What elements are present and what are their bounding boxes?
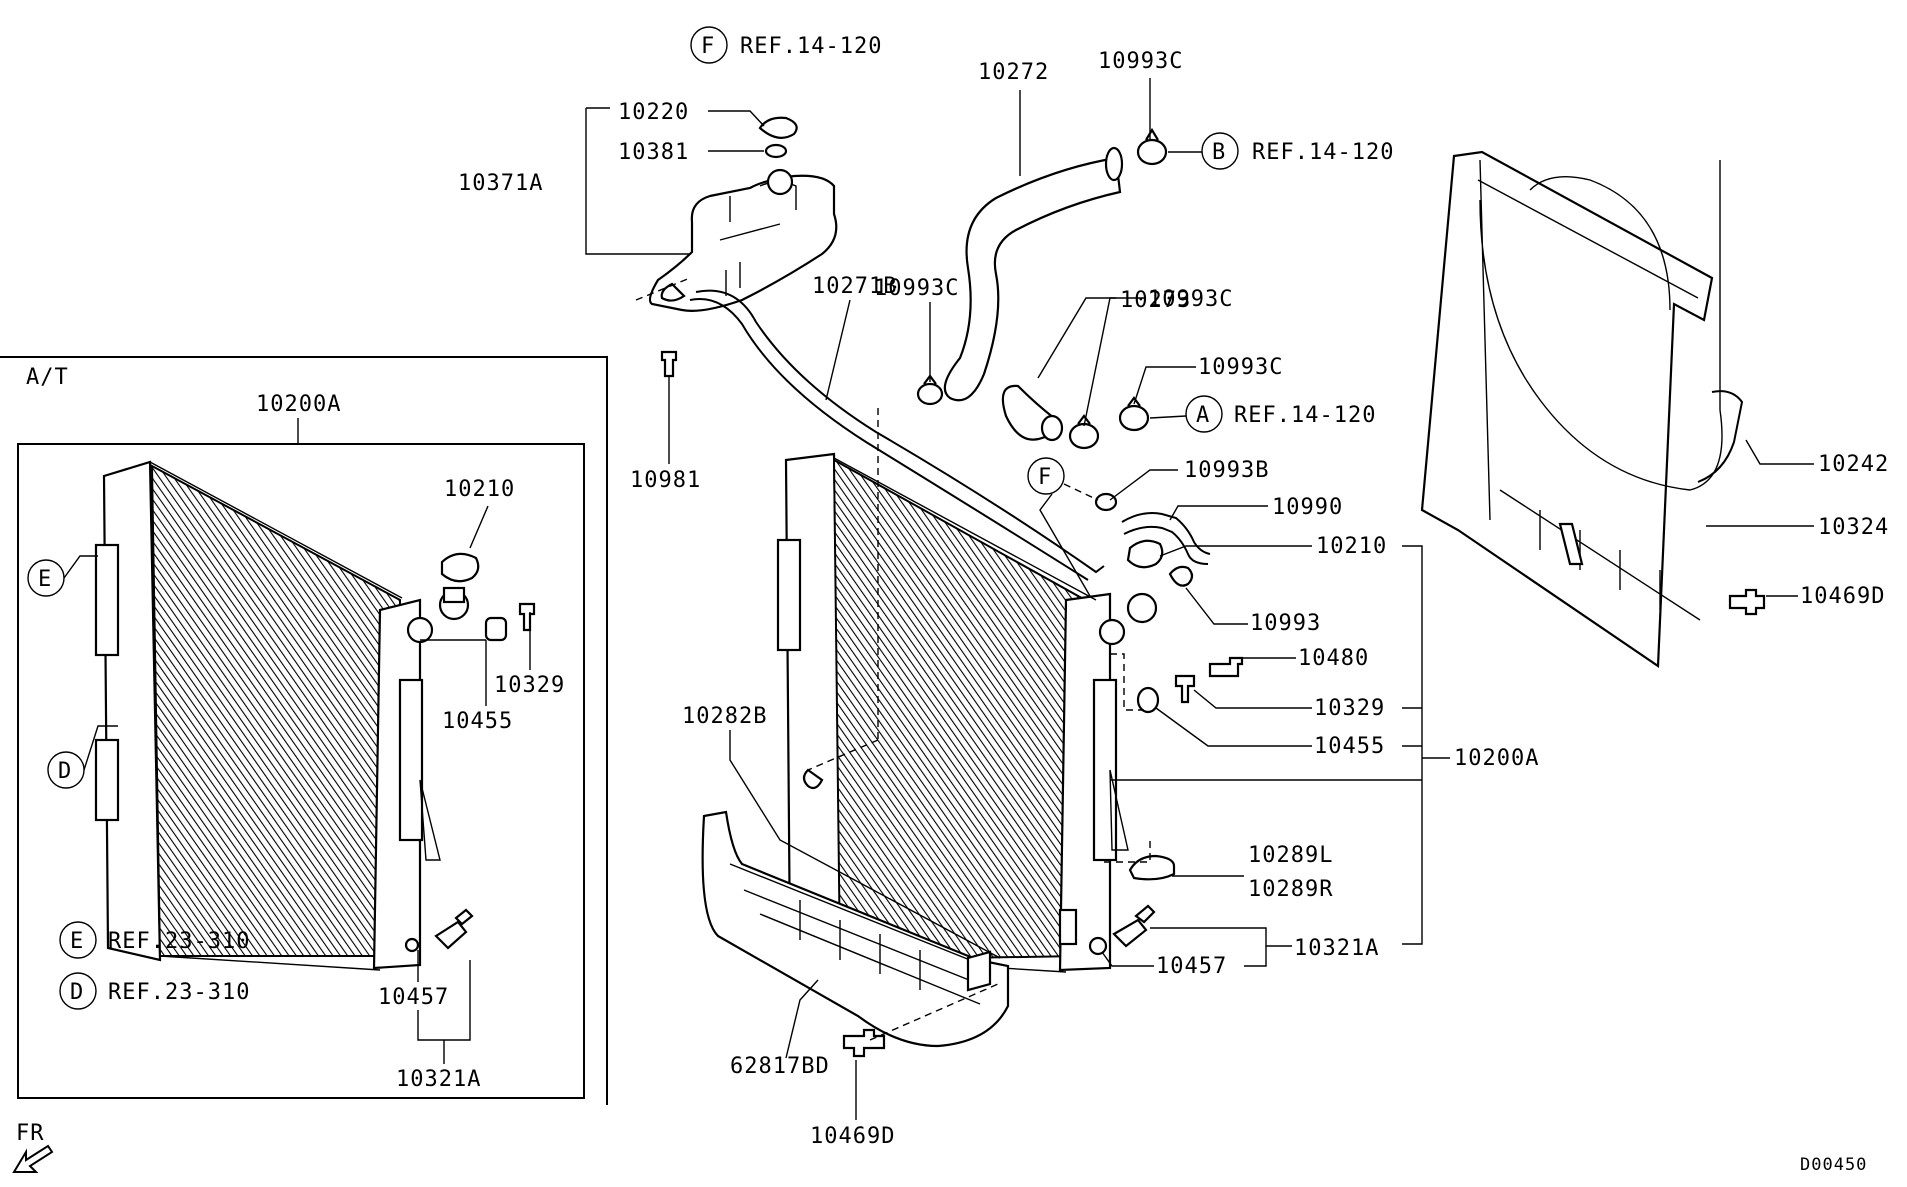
bolt-10981	[660, 350, 678, 378]
label-10993: 10993	[1250, 611, 1321, 636]
label-10457: 10457	[1156, 954, 1227, 979]
inset-gasket-10457	[404, 937, 420, 953]
inset-radiator-cap-10210	[440, 552, 480, 583]
marker-f	[1027, 457, 1065, 495]
label-10993C-b: 10993C	[1148, 287, 1233, 312]
label-10371A: 10371A	[458, 171, 543, 196]
bolt-10469D-lower	[842, 1028, 886, 1058]
svg-text:D: D	[58, 759, 72, 784]
label-10469D-right: 10469D	[1800, 584, 1885, 609]
inset-bushing-10455	[484, 616, 508, 642]
label-10993C-top: 10993C	[1098, 49, 1183, 74]
diagram-code: D00450	[1800, 1155, 1867, 1175]
inset-label-10457: 10457	[378, 985, 449, 1010]
ref-f-text: REF.14-120	[740, 34, 882, 59]
inset-label-10200A: 10200A	[256, 392, 341, 417]
bolt-10480	[1208, 656, 1244, 678]
label-10282B: 10282B	[682, 704, 767, 729]
drain-cock-10321A	[1112, 904, 1156, 948]
harness-10242	[1697, 390, 1744, 483]
label-10273: 10273	[1120, 288, 1191, 313]
inset-label-10329: 10329	[494, 673, 565, 698]
label-10993B: 10993B	[1184, 458, 1269, 483]
bushing-10455	[1136, 686, 1160, 714]
label-10324: 10324	[1818, 515, 1889, 540]
label-10480: 10480	[1298, 646, 1369, 671]
label-10220: 10220	[618, 100, 689, 125]
ref-e-circle	[59, 921, 97, 959]
label-10200A: 10200A	[1454, 746, 1539, 771]
inset-label-10321A: 10321A	[396, 1067, 481, 1092]
radiator-cap-10210	[1126, 539, 1164, 569]
inset-radiator	[94, 460, 470, 971]
svg-text:D: D	[70, 980, 84, 1005]
label-10329: 10329	[1314, 696, 1385, 721]
svg-text:F: F	[1038, 465, 1052, 490]
oring-10381	[764, 143, 788, 159]
at-inset: A/T 10200A 10210 10329 10455	[0, 356, 608, 1105]
overflow-hose-10271B	[695, 289, 1105, 574]
bolt-10469D-right	[1728, 588, 1766, 616]
main-radiator	[776, 452, 1158, 973]
hose-end-10993	[1168, 565, 1194, 587]
svg-text:E: E	[70, 929, 84, 954]
label-10993C-c: 10993C	[1198, 355, 1283, 380]
inset-outer-frame	[0, 356, 608, 1105]
ref-f-circle	[690, 26, 728, 64]
fan-shroud-10324	[1420, 150, 1723, 669]
inset-label-10210: 10210	[444, 477, 515, 502]
front-arrow: FR	[12, 1121, 54, 1173]
small-hose-10990	[1121, 512, 1211, 555]
inset-drain-cock-10321A	[434, 908, 474, 950]
svg-text:B: B	[1212, 140, 1226, 165]
clamps-10993C	[916, 127, 1168, 512]
label-10242: 10242	[1818, 452, 1889, 477]
label-10272: 10272	[978, 60, 1049, 85]
upper-hose-10272	[943, 156, 1122, 402]
gasket-10457	[1088, 936, 1108, 956]
plug-10329	[1174, 674, 1196, 704]
label-10381: 10381	[618, 140, 689, 165]
svg-text:FR: FR	[16, 1121, 45, 1146]
inset-label-10455: 10455	[442, 709, 513, 734]
label-10469D-lower: 10469D	[810, 1124, 895, 1149]
reservoir-cap-10220	[758, 116, 798, 139]
ref-a-circle	[1185, 395, 1223, 433]
label-10321A: 10321A	[1294, 936, 1379, 961]
ref-e-text: REF.23-310	[108, 929, 250, 954]
at-label: A/T	[26, 365, 69, 390]
reservoir-tank	[648, 168, 838, 312]
label-10990: 10990	[1272, 495, 1343, 520]
label-62817BD: 62817BD	[730, 1054, 830, 1079]
label-10455: 10455	[1314, 734, 1385, 759]
inset-plug-10329	[518, 602, 536, 632]
svg-text:F: F	[701, 34, 715, 59]
label-10289R: 10289R	[1248, 877, 1333, 902]
label-10271B: 10271B	[812, 274, 897, 299]
label-10289L: 10289L	[1248, 843, 1333, 868]
ref-d-circle	[59, 972, 97, 1010]
svg-text:E: E	[38, 567, 52, 592]
lower-shroud-62817BD	[701, 810, 1010, 1048]
label-10993C-mid: 10993C	[874, 276, 959, 301]
ref-a-text: REF.14-120	[1234, 403, 1376, 428]
svg-text:A: A	[1196, 403, 1210, 428]
ref-b-text: REF.14-120	[1252, 140, 1394, 165]
label-10981: 10981	[630, 468, 701, 493]
cap-10289	[1128, 854, 1176, 881]
inset-inner-frame	[17, 443, 585, 1099]
main-labels-2: 10993C 10993C A REF.14-120 10981 F 10993…	[630, 287, 1889, 1175]
main-labels: F REF.14-120 10220 10381 10371A 10272 10…	[458, 26, 1394, 401]
ref-d-text: REF.23-310	[108, 980, 250, 1005]
ref-b-circle	[1201, 132, 1239, 170]
label-10210: 10210	[1316, 534, 1387, 559]
